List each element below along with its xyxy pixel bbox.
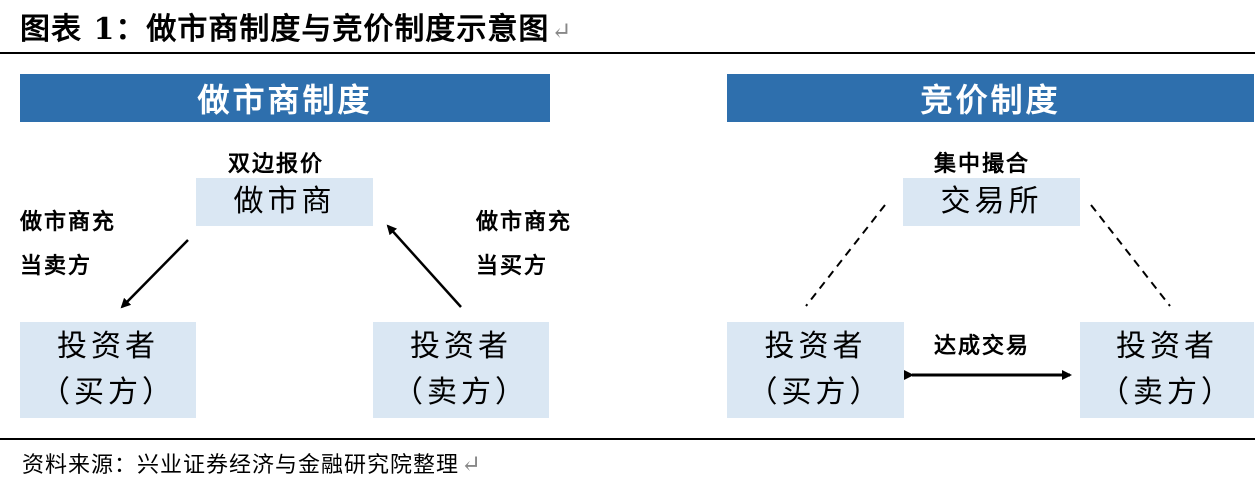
dashed-line-left [805,204,886,307]
mm-buyer-label-line2: 当买方 [476,253,549,279]
trade-concluded-label: 达成交易 [934,333,1031,359]
market-maker-header: 做市商制度 [20,74,550,122]
bottom-divider [0,438,1255,440]
exchange-box: 交易所 [903,178,1080,226]
source-note: 资料来源：兴业证券经济与金融研究院整理↵ [22,447,482,479]
mm-buyer-label-line1: 做市商充 [476,209,573,235]
investor-seller-line2: （卖方） [393,375,529,410]
source-return-mark-icon: ↵ [461,450,483,478]
investor-buyer-line2: （买方） [40,375,176,410]
market-maker-box: 做市商 [196,178,373,226]
arrow-to-market-maker [386,224,462,308]
auction-investor-buyer-line1: 投资者 [764,329,867,364]
mm-seller-label: 做市商充 当卖方 [20,200,116,288]
auction-investor-buyer-box: 投资者 （买方） [727,322,904,418]
figure-title-text: 图表 1：做市商制度与竞价制度示意图 [20,12,550,47]
investor-buyer-line1: 投资者 [57,329,159,364]
investor-seller-line1: 投资者 [410,329,512,364]
auction-investor-buyer-line2: （买方） [747,375,884,410]
mm-seller-label-line1: 做市商充 [20,209,117,235]
source-text: 资料来源：兴业证券经济与金融研究院整理 [22,453,460,478]
auction-investor-seller-line1: 投资者 [1116,329,1218,364]
arrow-to-buyer [120,239,189,309]
top-divider [0,52,1255,54]
figure-title: 图表 1：做市商制度与竞价制度示意图↵ [20,8,572,53]
market-maker-box-text: 做市商 [233,184,336,219]
return-mark-icon: ↵ [551,17,573,45]
centralized-matching-label: 集中撮合 [934,151,1031,177]
investor-buyer-box: 投资者 （买方） [20,322,196,418]
dashed-line-right [1090,204,1171,307]
mm-seller-label-line2: 当卖方 [20,253,93,279]
auction-investor-seller-box: 投资者 （卖方） [1080,322,1254,418]
investor-seller-box: 投资者 （卖方） [373,322,549,418]
two-sided-quote-label: 双边报价 [228,151,325,177]
auction-investor-seller-line2: （卖方） [1099,375,1235,410]
mm-buyer-label: 做市商充 当买方 [476,200,572,288]
exchange-box-text: 交易所 [940,184,1043,219]
auction-header: 竞价制度 [727,74,1254,122]
